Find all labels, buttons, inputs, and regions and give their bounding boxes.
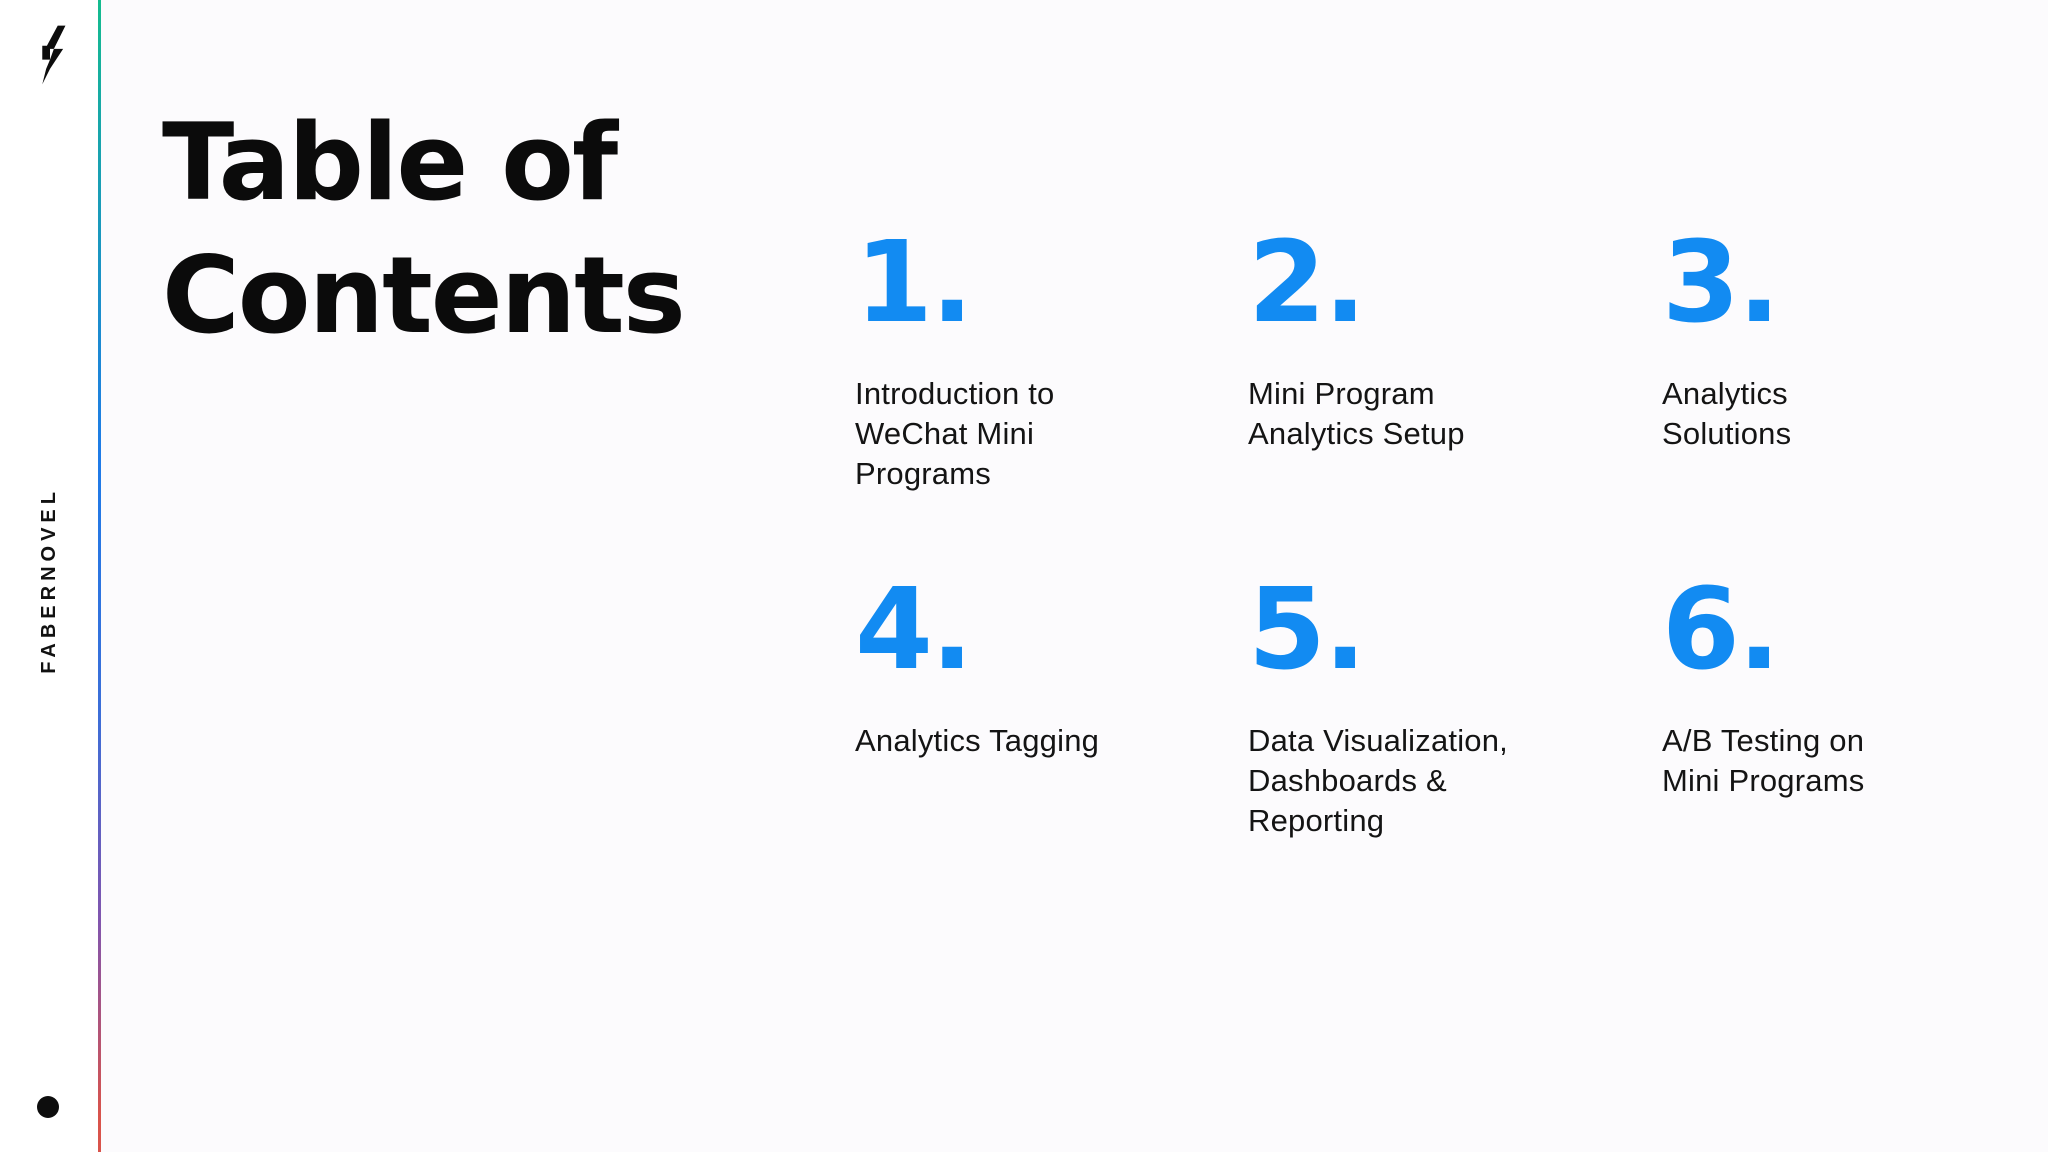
- toc-item-6: 6. A/B Testing on Mini Programs: [1662, 571, 2022, 841]
- toc-item-1: 1. Introduction to WeChat Mini Programs: [855, 224, 1248, 571]
- footer-dot: [37, 1096, 59, 1118]
- toc-item-2: 2. Mini Program Analytics Setup: [1248, 224, 1662, 571]
- toc-item-1-number: 1.: [855, 218, 973, 348]
- toc-item-6-number: 6.: [1662, 565, 1780, 695]
- gradient-divider-line: [98, 0, 101, 1152]
- toc-item-4-number: 4.: [855, 565, 973, 695]
- toc-item-3: 3. Analytics Solutions: [1662, 224, 2022, 571]
- toc-item-3-label: Analytics Solutions: [1662, 376, 1792, 451]
- toc-item-2-number: 2.: [1248, 218, 1366, 348]
- toc-item-2-label: Mini Program Analytics Setup: [1248, 376, 1465, 451]
- sidebar-rail: FABERNOVEL: [0, 0, 98, 1152]
- toc-item-5: 5. Data Visualization, Dashboards & Repo…: [1248, 571, 1662, 841]
- page-title-line-2: Contents: [162, 234, 686, 357]
- toc-item-5-number: 5.: [1248, 565, 1366, 695]
- toc-item-4-label: Analytics Tagging: [855, 723, 1100, 758]
- toc-item-3-number: 3.: [1662, 218, 1780, 348]
- toc-item-4: 4. Analytics Tagging: [855, 571, 1248, 841]
- lightning-bolt-icon: [33, 25, 67, 90]
- page-title: Table of Contents: [162, 96, 802, 362]
- page-title-line-1: Table of: [162, 101, 618, 224]
- fabernovel-logo: [33, 24, 67, 86]
- toc-item-5-label: Data Visualization, Dashboards & Reporti…: [1248, 723, 1508, 838]
- toc-item-6-label: A/B Testing on Mini Programs: [1662, 723, 1865, 798]
- toc-grid: 1. Introduction to WeChat Mini Programs …: [855, 224, 2022, 841]
- toc-item-1-label: Introduction to WeChat Mini Programs: [855, 376, 1055, 491]
- brand-name-vertical: FABERNOVEL: [37, 486, 60, 674]
